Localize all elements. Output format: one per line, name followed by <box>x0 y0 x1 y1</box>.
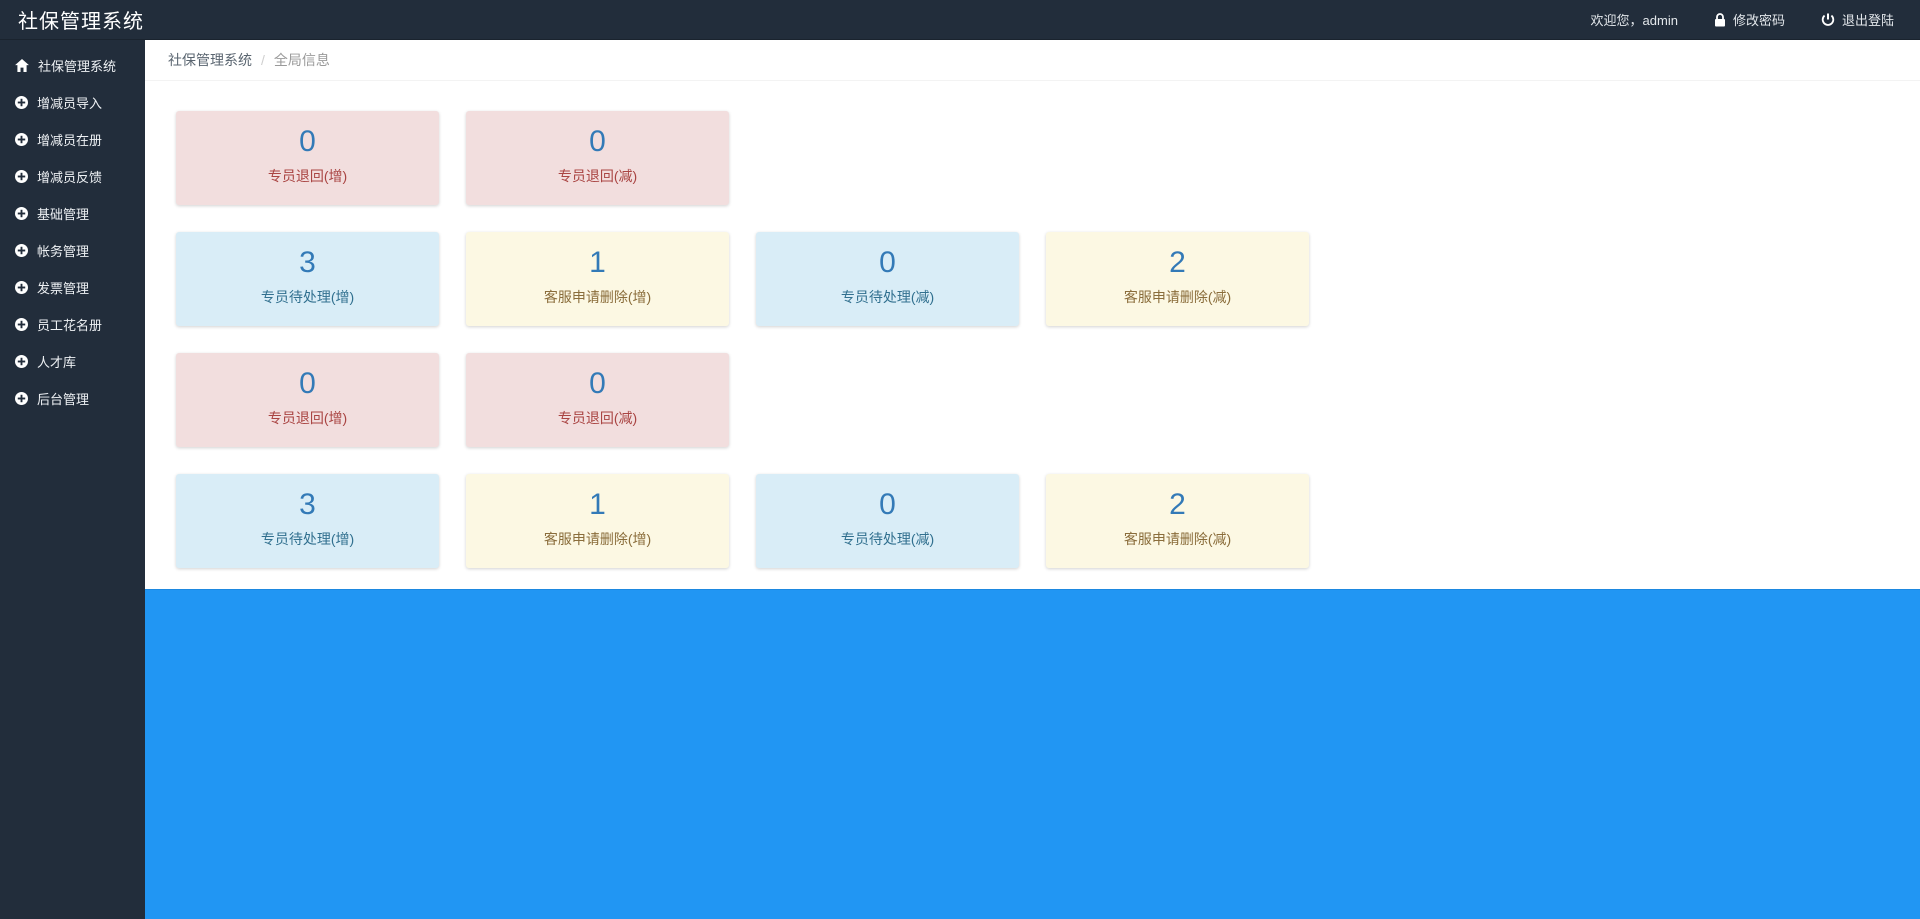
stat-card-delete-request-add-2[interactable]: 1 客服申请删除(增) <box>466 474 729 568</box>
stat-value: 0 <box>589 125 606 158</box>
sidebar-item-employee-roster[interactable]: 员工花名册 <box>0 306 145 343</box>
sidebar-item-home[interactable]: 社保管理系统 <box>0 47 145 84</box>
logout-link[interactable]: 退出登陆 <box>1821 10 1894 29</box>
stat-card-delete-request-remove-2[interactable]: 2 客服申请删除(减) <box>1046 474 1309 568</box>
stat-card-delete-request-remove[interactable]: 2 客服申请删除(减) <box>1046 232 1309 326</box>
stat-label: 客服申请删除(减) <box>1123 289 1232 305</box>
stat-label: 客服申请删除(增) <box>543 289 652 305</box>
stat-value: 0 <box>299 367 316 400</box>
change-password-label: 修改密码 <box>1732 13 1785 28</box>
stat-label: 专员待处理(减) <box>840 531 935 547</box>
stat-label: 客服申请删除(增) <box>543 531 652 547</box>
stat-card-pending-remove-2[interactable]: 0 专员待处理(减) <box>756 474 1019 568</box>
sidebar-item-label: 发票管理 <box>37 281 90 296</box>
stat-card-returned-remove-2[interactable]: 0 专员退回(减) <box>466 353 729 447</box>
stat-label: 专员待处理(减) <box>840 289 935 305</box>
sidebar: 社保管理系统 增减员导入 增减员在册 增减员反馈 基础管理 帐务管理 发票管 <box>0 40 145 919</box>
welcome-text: 欢迎您，admin <box>1590 13 1678 28</box>
stat-card-delete-request-add[interactable]: 1 客服申请删除(增) <box>466 232 729 326</box>
stat-label: 客服申请删除(减) <box>1123 531 1232 547</box>
breadcrumb-current: 全局信息 <box>273 52 330 68</box>
sidebar-item-label: 后台管理 <box>37 392 90 407</box>
logout-label: 退出登陆 <box>1841 13 1894 28</box>
sidebar-item-enrolled[interactable]: 增减员在册 <box>0 121 145 158</box>
stat-label: 专员退回(减) <box>557 410 638 426</box>
sidebar-item-label: 人才库 <box>37 355 77 370</box>
stat-label: 专员退回(减) <box>557 168 638 184</box>
stat-value: 3 <box>299 488 316 521</box>
plus-circle-icon <box>15 133 28 146</box>
app-title: 社保管理系统 <box>18 11 144 33</box>
sidebar-item-label: 增减员在册 <box>37 133 103 148</box>
bottom-panel <box>145 589 1920 919</box>
stat-card-pending-remove[interactable]: 0 专员待处理(减) <box>756 232 1019 326</box>
plus-circle-icon <box>15 281 28 294</box>
change-password-link[interactable]: 修改密码 <box>1714 10 1785 29</box>
stat-label: 专员退回(增) <box>267 410 348 426</box>
plus-circle-icon <box>15 170 28 183</box>
plus-circle-icon <box>15 244 28 257</box>
breadcrumb-root[interactable]: 社保管理系统 <box>168 52 252 68</box>
stats-row-1: 0 专员退回(增) 0 专员退回(减) <box>176 111 1920 205</box>
sidebar-item-talent-pool[interactable]: 人才库 <box>0 343 145 380</box>
stat-label: 专员待处理(增) <box>260 289 355 305</box>
stats-grid: 0 专员退回(增) 0 专员退回(减) 3 专员待处理(增) 1 客服申请删除(… <box>145 81 1920 568</box>
stat-label: 专员待处理(增) <box>260 531 355 547</box>
topbar-right: 欢迎您，admin 修改密码 退出登陆 <box>1591 10 1894 29</box>
stat-value: 0 <box>299 125 316 158</box>
plus-circle-icon <box>15 207 28 220</box>
sidebar-item-import[interactable]: 增减员导入 <box>0 84 145 121</box>
stat-card-pending-add[interactable]: 3 专员待处理(增) <box>176 232 439 326</box>
sidebar-item-accounting[interactable]: 帐务管理 <box>0 232 145 269</box>
plus-circle-icon <box>15 392 28 405</box>
stat-value: 1 <box>589 488 606 521</box>
stat-card-returned-add-2[interactable]: 0 专员退回(增) <box>176 353 439 447</box>
stats-row-3: 0 专员退回(增) 0 专员退回(减) <box>176 353 1920 447</box>
plus-circle-icon <box>15 96 28 109</box>
sidebar-item-label: 增减员导入 <box>37 96 103 111</box>
stats-row-4: 3 专员待处理(增) 1 客服申请删除(增) 0 专员待处理(减) 2 客服申请… <box>176 474 1920 568</box>
sidebar-item-feedback[interactable]: 增减员反馈 <box>0 158 145 195</box>
stat-label: 专员退回(增) <box>267 168 348 184</box>
sidebar-item-basic-mgmt[interactable]: 基础管理 <box>0 195 145 232</box>
stat-value: 0 <box>879 488 896 521</box>
stat-value: 2 <box>1169 246 1186 279</box>
stat-card-pending-add-2[interactable]: 3 专员待处理(增) <box>176 474 439 568</box>
stat-value: 1 <box>589 246 606 279</box>
topbar: 社保管理系统 欢迎您，admin 修改密码 退出登陆 <box>0 0 1920 40</box>
stats-row-2: 3 专员待处理(增) 1 客服申请删除(增) 0 专员待处理(减) 2 客服申请… <box>176 232 1920 326</box>
main-content: 社保管理系统 / 全局信息 0 专员退回(增) 0 专员退回(减) 3 专员待处… <box>145 40 1920 919</box>
sidebar-item-backend-mgmt[interactable]: 后台管理 <box>0 380 145 417</box>
plus-circle-icon <box>15 318 28 331</box>
stat-value: 0 <box>589 367 606 400</box>
breadcrumb: 社保管理系统 / 全局信息 <box>145 40 1920 81</box>
sidebar-item-label: 社保管理系统 <box>38 59 117 74</box>
sidebar-item-label: 基础管理 <box>37 207 90 222</box>
stat-value: 2 <box>1169 488 1186 521</box>
sidebar-item-label: 员工花名册 <box>37 318 103 333</box>
plus-circle-icon <box>15 355 28 368</box>
stat-value: 3 <box>299 246 316 279</box>
sidebar-item-invoice[interactable]: 发票管理 <box>0 269 145 306</box>
stat-card-returned-add[interactable]: 0 专员退回(增) <box>176 111 439 205</box>
lock-icon <box>1714 12 1726 27</box>
power-icon <box>1821 13 1835 27</box>
stat-card-returned-remove[interactable]: 0 专员退回(减) <box>466 111 729 205</box>
breadcrumb-separator: / <box>261 52 265 68</box>
sidebar-item-label: 帐务管理 <box>37 244 90 259</box>
home-icon <box>15 59 29 72</box>
stat-value: 0 <box>879 246 896 279</box>
sidebar-item-label: 增减员反馈 <box>37 170 103 185</box>
